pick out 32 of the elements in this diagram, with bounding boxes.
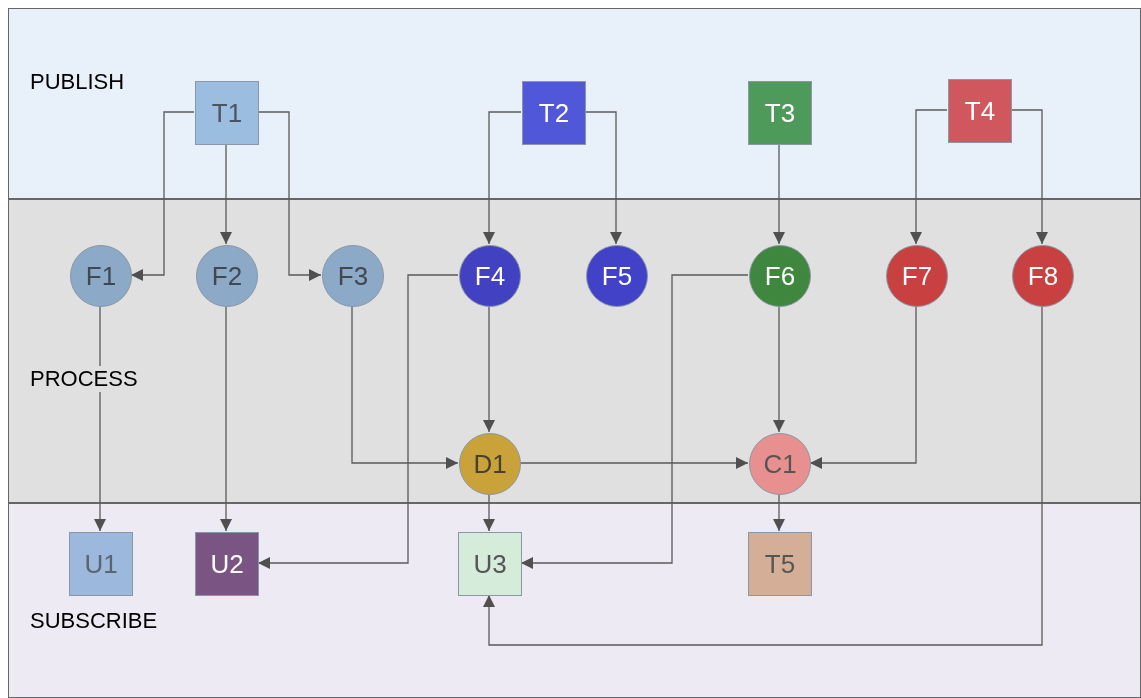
arrow xyxy=(519,457,749,469)
arrow xyxy=(351,305,459,469)
swimlane-band xyxy=(8,199,1141,503)
arrow xyxy=(1010,109,1048,245)
arrow xyxy=(257,274,459,569)
arrow xyxy=(483,305,495,433)
topic-box: T3 xyxy=(748,81,812,145)
arrow xyxy=(809,305,917,469)
arrow xyxy=(483,305,1043,646)
arrow xyxy=(773,143,785,245)
arrow xyxy=(483,111,522,245)
arrow xyxy=(910,109,948,245)
arrow xyxy=(257,111,322,281)
topic-box: U2 xyxy=(195,532,259,596)
arrow xyxy=(220,305,232,532)
arrow xyxy=(94,305,106,532)
topic-box: T1 xyxy=(195,81,259,145)
topic-box: T5 xyxy=(748,532,812,596)
arrow xyxy=(483,493,495,532)
arrow xyxy=(773,305,785,433)
topic-box: T4 xyxy=(948,79,1012,143)
arrow xyxy=(130,111,195,281)
swimlane-band xyxy=(8,8,1141,199)
swimlane-band xyxy=(8,503,1141,698)
arrow xyxy=(520,274,749,569)
topic-box: U3 xyxy=(458,532,522,596)
arrow xyxy=(584,111,622,245)
arrow xyxy=(220,143,232,245)
arrow xyxy=(773,493,785,532)
topic-box: U1 xyxy=(69,532,133,596)
lane-label: PROCESS xyxy=(29,366,139,392)
topic-box: T2 xyxy=(522,81,586,145)
